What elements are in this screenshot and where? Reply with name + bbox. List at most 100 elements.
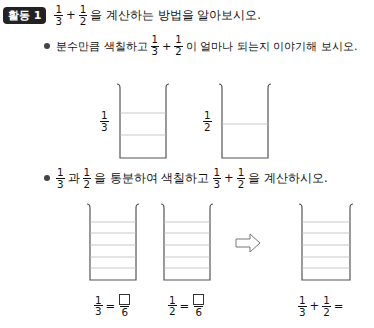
fraction: 12 <box>203 110 212 133</box>
denominator: 3 <box>54 15 63 27</box>
denominator: 2 <box>322 306 331 318</box>
numerator: 1 <box>79 4 88 15</box>
division-line <box>302 268 350 269</box>
division-line <box>302 233 350 234</box>
text-run: = <box>106 299 116 313</box>
numerator: 1 <box>54 4 63 15</box>
division-line <box>302 245 350 246</box>
text-line: 13= 6 <box>94 294 131 318</box>
division-line <box>90 233 136 234</box>
denominator: 3 <box>56 178 65 190</box>
text-run: = <box>334 299 344 313</box>
division-line <box>164 222 210 223</box>
fraction: 13 <box>298 295 307 318</box>
division-line <box>90 245 136 246</box>
text-run: = <box>180 299 190 313</box>
fraction: 12 <box>237 167 246 190</box>
text-run: + <box>162 40 171 53</box>
beaker <box>87 204 139 280</box>
division-line <box>90 222 136 223</box>
text-line: 12= 6 <box>168 294 205 318</box>
denominator: 6 <box>194 306 203 318</box>
numerator: 1 <box>83 167 92 178</box>
beaker-outline <box>87 204 139 280</box>
fraction: 6 <box>192 294 205 318</box>
beaker <box>219 84 271 158</box>
fraction: 13 <box>213 167 222 190</box>
beaker <box>117 84 169 158</box>
text-line: 13+12= <box>298 295 343 318</box>
activity-badge: 활동 1 <box>3 7 46 24</box>
beaker <box>299 204 353 280</box>
denominator: 2 <box>237 178 246 190</box>
text-line: 분수만큼 색칠하고13+12이 얼마나 되는지 이야기해 보시오. <box>56 35 358 57</box>
beaker <box>161 204 213 280</box>
numerator: 1 <box>213 167 222 178</box>
beaker-outline <box>161 204 213 280</box>
fraction: 13 <box>54 4 63 27</box>
numerator: 1 <box>168 295 177 306</box>
denominator: 3 <box>100 121 109 133</box>
division-line <box>302 222 350 223</box>
division-line <box>302 257 350 258</box>
numerator: 1 <box>203 110 212 121</box>
fraction: 13 <box>94 295 103 318</box>
answer-box <box>193 294 204 305</box>
fraction: 12 <box>174 35 182 57</box>
denominator: 2 <box>168 305 177 317</box>
text-run: 이 얼마나 되는지 이야기해 보시오. <box>186 39 358 54</box>
beaker-outline <box>299 204 353 280</box>
text-run: 을 계산하는 방법을 알아보시오. <box>90 8 261 23</box>
numerator: 1 <box>151 35 159 46</box>
bullet <box>44 43 50 49</box>
text-run: 분수만큼 색칠하고 <box>56 39 148 54</box>
division-line <box>120 113 166 114</box>
text-line: 13+12을 계산하는 방법을 알아보시오. <box>54 4 260 27</box>
division-line <box>120 135 166 136</box>
text-run: + <box>66 8 76 22</box>
text-run: 과 <box>68 171 80 186</box>
text-run: 을 통분하여 색칠하고 <box>94 171 209 186</box>
text-run: + <box>310 299 320 313</box>
text-run: 을 계산하시오. <box>248 171 327 186</box>
text-line: 13과12을 통분하여 색칠하고13+12을 계산하시오. <box>56 167 328 190</box>
beaker-outline <box>219 84 271 158</box>
fraction: 12 <box>322 295 331 318</box>
fraction: 13 <box>151 35 159 57</box>
denominator: 2 <box>174 46 182 58</box>
denominator: 3 <box>151 46 159 58</box>
numerator: 1 <box>298 295 307 306</box>
numerator: 1 <box>56 167 65 178</box>
fraction: 13 <box>100 110 109 133</box>
denominator: 6 <box>120 306 129 318</box>
division-line <box>164 268 210 269</box>
denominator: 3 <box>213 178 222 190</box>
numerator: 1 <box>174 35 182 46</box>
text-run: + <box>224 171 234 185</box>
denominator: 2 <box>83 178 92 190</box>
denominator: 2 <box>79 15 88 27</box>
division-line <box>90 268 136 269</box>
beaker-outline <box>117 84 169 158</box>
fraction: 13 <box>56 167 65 190</box>
text-line: 13 <box>100 110 109 133</box>
division-line <box>222 124 268 125</box>
numerator: 1 <box>237 167 246 178</box>
division-line <box>164 245 210 246</box>
fraction: 12 <box>168 295 177 318</box>
fraction: 12 <box>79 4 88 27</box>
fraction: 12 <box>83 167 92 190</box>
arrow-symbol <box>236 234 260 252</box>
bullet <box>44 175 50 181</box>
badge-text: 활동 1 <box>8 9 41 22</box>
division-line <box>164 257 210 258</box>
fraction: 6 <box>118 294 131 318</box>
text-line: 12 <box>203 110 212 133</box>
numerator: 1 <box>100 110 109 121</box>
numerator: 1 <box>94 295 103 306</box>
answer-box <box>119 294 130 305</box>
denominator: 2 <box>203 121 212 133</box>
numerator: 1 <box>322 295 331 306</box>
division-line <box>164 233 210 234</box>
denominator: 3 <box>298 306 307 318</box>
